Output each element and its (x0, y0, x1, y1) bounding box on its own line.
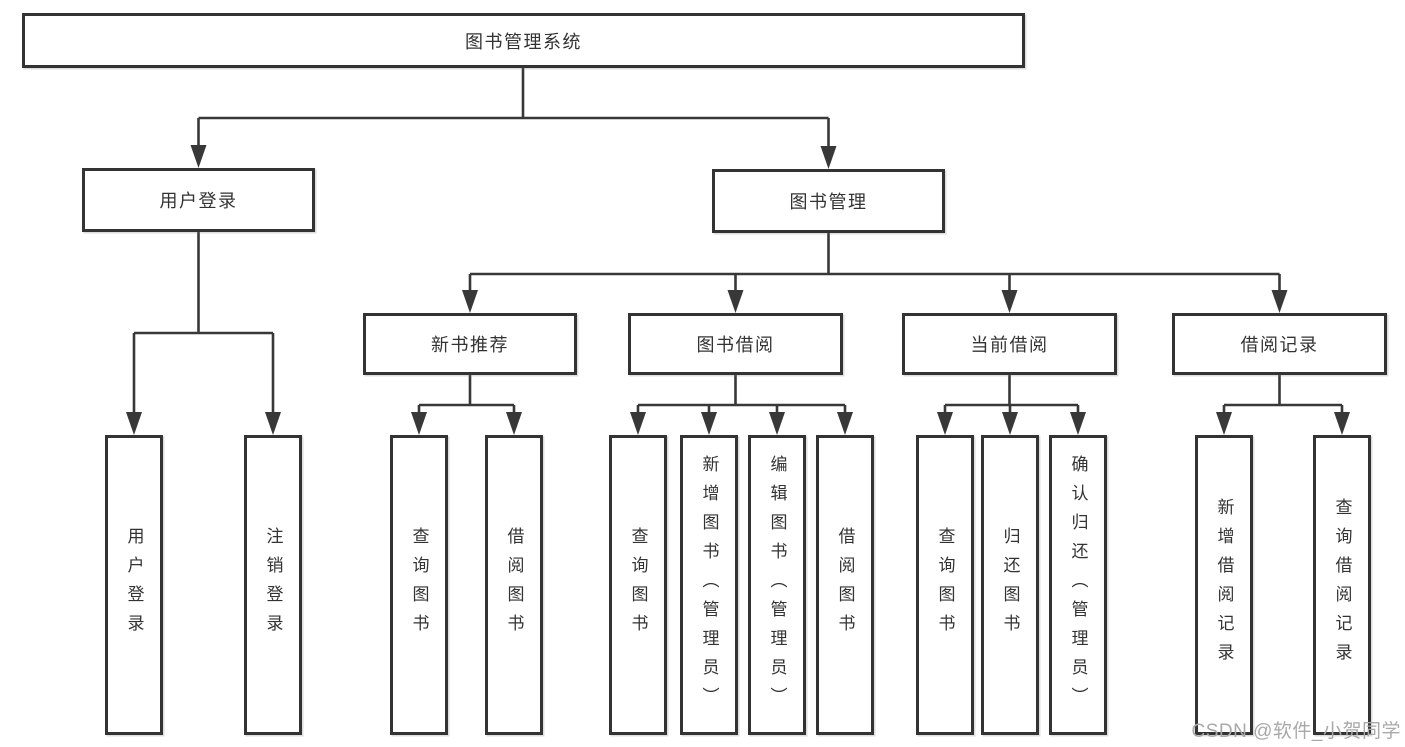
arrow-down-icon (126, 412, 142, 435)
node-root-label: 图书管理系统 (465, 31, 582, 52)
arrow-down-icon (837, 412, 853, 435)
leaf-logout: 注销登录 (244, 435, 302, 735)
arrow-down-icon (1001, 290, 1018, 313)
arrow-down-icon (1216, 412, 1232, 435)
node-borrow-records: 借阅记录 (1172, 313, 1387, 375)
node-user-login: 用户登录 (82, 168, 315, 232)
arrow-down-icon (701, 412, 717, 435)
csdn-watermark: CSDN @软件_小贺同学 (1191, 721, 1401, 742)
arrow-down-icon (727, 290, 744, 313)
leaf-borrowing-edit-books-admin-label: 编辑图书（管理员） (767, 454, 787, 716)
leaf-user-login-label: 用户登录 (124, 527, 144, 643)
arrow-down-icon (265, 412, 281, 435)
node-new-book-recommend-label: 新书推荐 (431, 335, 509, 355)
leaf-records-query-record: 查询借阅记录 (1313, 435, 1371, 735)
arrow-down-icon (1070, 412, 1086, 435)
node-user-login-label: 用户登录 (159, 191, 238, 211)
leaf-records-query-record-label: 查询借阅记录 (1332, 498, 1352, 672)
leaf-current-query-books: 查询图书 (916, 435, 974, 735)
leaf-newbooks-borrow-books: 借阅图书 (485, 435, 543, 735)
leaf-borrowing-edit-books-admin: 编辑图书（管理员） (748, 435, 806, 735)
arrow-down-icon (769, 412, 785, 435)
leaf-newbooks-borrow-books-label: 借阅图书 (504, 527, 524, 643)
leaf-current-confirm-return-admin: 确认归还（管理员） (1049, 435, 1107, 735)
leaf-borrowing-borrow-books-label: 借阅图书 (835, 527, 855, 643)
leaf-records-add-record: 新增借阅记录 (1195, 435, 1253, 735)
arrow-down-icon (190, 145, 207, 168)
leaf-borrowing-add-books-admin: 新增图书（管理员） (680, 435, 738, 735)
node-book-management-label: 图书管理 (789, 192, 868, 212)
leaf-logout-label: 注销登录 (263, 527, 283, 643)
leaf-current-confirm-return-admin-label: 确认归还（管理员） (1068, 454, 1088, 716)
arrow-down-icon (1271, 290, 1288, 313)
leaf-newbooks-query-books-label: 查询图书 (409, 527, 429, 643)
leaf-borrowing-borrow-books: 借阅图书 (816, 435, 874, 735)
node-current-borrowing-label: 当前借阅 (970, 335, 1049, 355)
arrow-down-icon (462, 290, 478, 313)
node-root: 图书管理系统 (22, 13, 1025, 68)
leaf-user-login: 用户登录 (105, 435, 163, 735)
arrow-down-icon (1334, 412, 1350, 435)
leaf-borrowing-add-books-admin-label: 新增图书（管理员） (699, 454, 719, 716)
node-new-book-recommend: 新书推荐 (363, 313, 577, 375)
leaf-borrowing-query-books: 查询图书 (609, 435, 667, 735)
leaf-current-query-books-label: 查询图书 (935, 527, 955, 643)
arrow-down-icon (411, 412, 427, 435)
leaf-current-return-books: 归还图书 (981, 435, 1039, 735)
arrow-down-icon (937, 412, 953, 435)
arrowheads (126, 145, 1350, 435)
leaf-records-add-record-label: 新增借阅记录 (1214, 498, 1234, 672)
node-current-borrowing: 当前借阅 (902, 313, 1117, 375)
node-book-borrowing: 图书借阅 (628, 313, 843, 375)
arrow-down-icon (506, 412, 522, 435)
node-book-management: 图书管理 (712, 169, 945, 233)
arrow-down-icon (630, 412, 646, 435)
leaf-current-return-books-label: 归还图书 (1000, 527, 1020, 643)
arrow-down-icon (1002, 412, 1018, 435)
leaf-newbooks-query-books: 查询图书 (390, 435, 448, 735)
node-book-borrowing-label: 图书借阅 (696, 335, 775, 355)
arrow-down-icon (820, 146, 837, 169)
leaf-borrowing-query-books-label: 查询图书 (628, 527, 648, 643)
connector-lines (132, 68, 1344, 417)
node-borrow-records-label: 借阅记录 (1240, 335, 1319, 355)
